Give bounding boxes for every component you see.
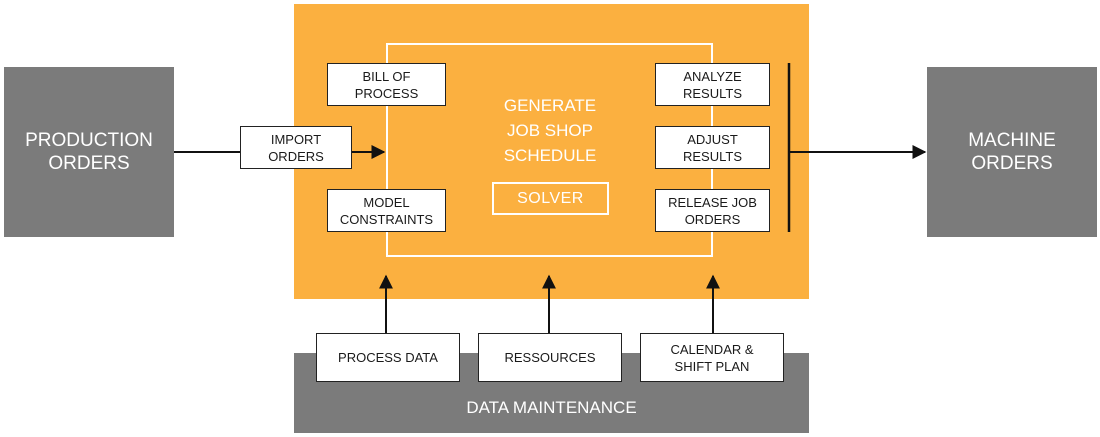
- release-job-orders-box: RELEASE JOB ORDERS: [655, 189, 770, 232]
- production-orders-block: PRODUCTION ORDERS: [4, 67, 174, 237]
- ressources-label: RESSOURCES: [504, 350, 596, 365]
- data-maintenance-label: DATA MAINTENANCE: [466, 398, 637, 417]
- machine-orders-label: MACHINE ORDERS: [968, 130, 1056, 174]
- model-constraints-label: MODEL CONSTRAINTS: [339, 194, 434, 227]
- bill-of-process-label: BILL OF PROCESS: [354, 68, 419, 101]
- adjust-results-label: ADJUST RESULTS: [683, 131, 742, 164]
- machine-orders-block: MACHINE ORDERS: [927, 67, 1097, 237]
- calendar-shift-plan-box: CALENDAR & SHIFT PLAN: [640, 333, 784, 382]
- analyze-results-label: ANALYZE RESULTS: [683, 68, 742, 101]
- bill-of-process-box: BILL OF PROCESS: [327, 63, 446, 106]
- production-orders-label: PRODUCTION ORDERS: [25, 130, 153, 174]
- model-constraints-box: MODEL CONSTRAINTS: [327, 189, 446, 232]
- process-data-label: PROCESS DATA: [338, 350, 438, 365]
- process-data-box: PROCESS DATA: [316, 333, 460, 382]
- calendar-shift-plan-label: CALENDAR & SHIFT PLAN: [670, 341, 754, 374]
- release-job-orders-label: RELEASE JOB ORDERS: [668, 194, 757, 227]
- import-orders-box: IMPORT ORDERS: [240, 126, 352, 169]
- solver-box: SOLVER: [492, 182, 609, 215]
- schedule-title: GENERATE JOB SHOP SCHEDULE: [503, 96, 597, 165]
- import-orders-label: IMPORT ORDERS: [268, 131, 324, 164]
- adjust-results-box: ADJUST RESULTS: [655, 126, 770, 169]
- ressources-box: RESSOURCES: [478, 333, 622, 382]
- analyze-results-box: ANALYZE RESULTS: [655, 63, 770, 106]
